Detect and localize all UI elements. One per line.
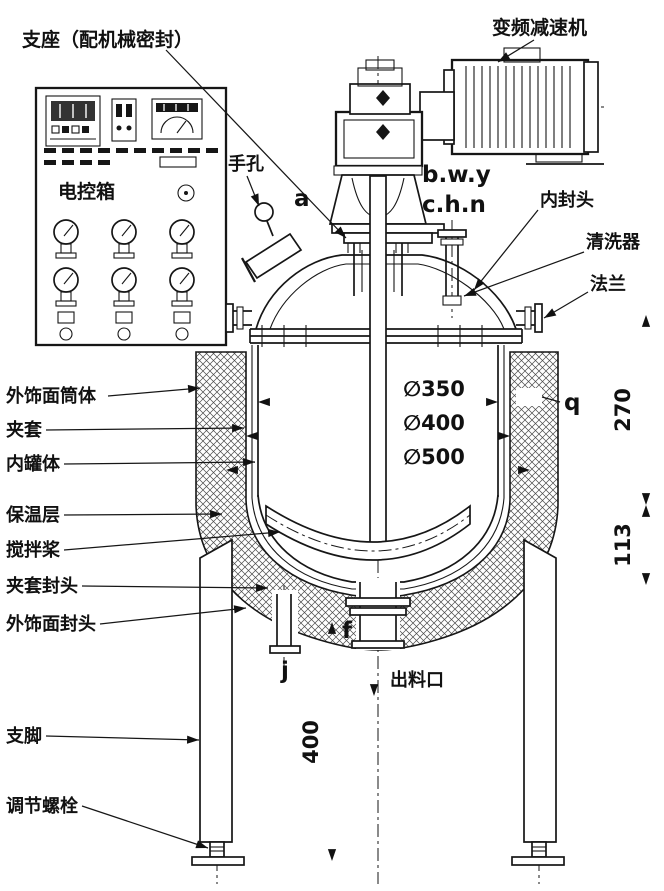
motor-fins (465, 66, 571, 148)
letter-bwy: b.w.y (422, 162, 491, 188)
gearbox (333, 59, 455, 176)
base-plate-right (511, 856, 565, 866)
label-support-seal: 支座（配机械密封） (21, 28, 193, 51)
fan-cover (583, 61, 599, 153)
side-nozzle-right (516, 303, 543, 333)
dim-height-400: 400 (299, 720, 323, 764)
label-adjusting-bolt: 调节螺栓 (6, 795, 78, 817)
label-outer-shell-body: 外饰面筒体 (6, 385, 97, 407)
label-flange: 法兰 (590, 273, 626, 295)
dim-dia-400: ∅400 (403, 411, 465, 435)
support-legs (191, 538, 565, 866)
agitator-paddle (265, 504, 471, 561)
motor-foot (535, 153, 583, 163)
label-discharge-outlet: 出料口 (390, 669, 444, 691)
side-nozzle-left (225, 303, 252, 333)
panel-gauges-row2 (53, 267, 195, 307)
base-plate-left (191, 856, 245, 866)
control-box: 电控箱 (34, 86, 228, 347)
control-box-label: 电控箱 (58, 180, 115, 203)
label-agitator: 搅拌桨 (6, 539, 61, 561)
label-outer-shell-head: 外饰面封头 (6, 613, 96, 635)
jacket-drain-nozzle (269, 590, 301, 654)
discharge-nozzle (345, 578, 411, 650)
dim-dia-500: ∅500 (403, 445, 465, 469)
label-jacket-head: 夹套封头 (6, 575, 78, 597)
callout-labels: 支座（配机械密封） 变频减速机 手孔 内封头 清洗器 法兰 外饰面筒体 夹套 内… (5, 16, 641, 817)
hand-hole (240, 202, 303, 283)
agitator-assembly (265, 175, 471, 561)
label-support-leg: 支脚 (5, 725, 42, 747)
bolt-diamond (376, 124, 390, 140)
knob-icon (177, 184, 195, 202)
leg-right (523, 538, 557, 843)
adjusting-bolt-left (209, 841, 225, 858)
hand-hole-handle (254, 202, 274, 222)
agitator-shaft (369, 175, 387, 559)
label-insulation: 保温层 (5, 504, 60, 526)
dim-height-270: 270 (611, 388, 635, 432)
label-cleaner: 清洗器 (586, 231, 641, 253)
label-vfd-reducer: 变频减速机 (492, 16, 587, 39)
dim-dia-350: ∅350 (403, 377, 465, 401)
bolt-diamond (376, 90, 390, 106)
letter-q: q (564, 390, 580, 416)
adjusting-bolt-right (531, 841, 547, 858)
mount-flange (331, 223, 445, 234)
panel-gauges-row1 (53, 219, 195, 259)
cleaner-nozzle (437, 229, 467, 306)
leg-left (199, 538, 233, 843)
letter-j: j (280, 658, 289, 684)
label-inner-tank: 内罐体 (6, 453, 61, 475)
dimensions: ∅350 ∅400 ∅500 270 113 400 (226, 315, 651, 861)
dim-height-113: 113 (611, 523, 635, 567)
label-inner-head: 内封头 (540, 189, 594, 211)
q-detail-gap (516, 388, 542, 406)
terminal-strip-row (44, 148, 218, 168)
letter-a: a (294, 186, 310, 212)
letter-chn: c.h.n (422, 192, 486, 218)
label-jacket: 夹套 (6, 419, 42, 441)
vessel (191, 175, 565, 866)
motor (443, 47, 604, 165)
leader-lines (45, 39, 589, 849)
label-hand-hole: 手孔 (228, 153, 264, 175)
letter-f: f (342, 618, 353, 644)
